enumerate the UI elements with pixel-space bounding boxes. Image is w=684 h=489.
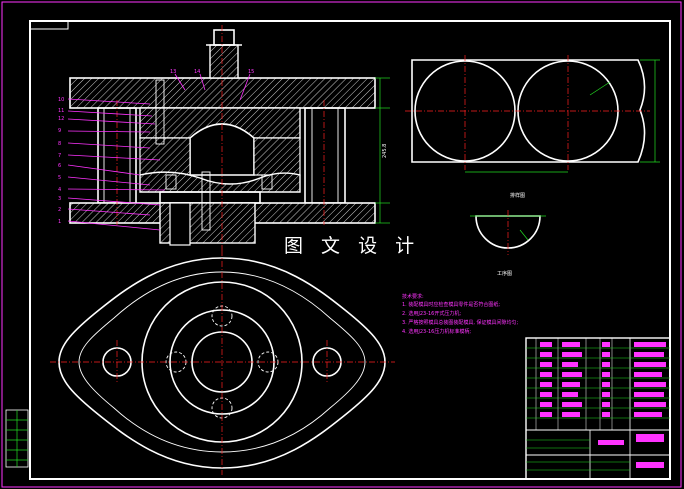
part-no-6: 6 (58, 163, 61, 169)
strip-layout-label: 排样图 (510, 192, 525, 199)
watermark-text: 图 文 设 计 (284, 235, 420, 257)
part-no-15: 15 (248, 69, 254, 75)
part-no-12: 12 (58, 116, 64, 122)
strip-layout-view (405, 55, 660, 173)
part-no-13: 13 (170, 69, 176, 75)
part-no-14: 14 (194, 69, 200, 75)
part-no-1: 1 (58, 219, 61, 225)
plan-view (50, 250, 395, 475)
part-no-8: 8 (58, 141, 61, 147)
part-no-2: 2 (58, 207, 61, 213)
part-number-labels: 10 11 12 9 8 7 6 5 4 3 2 1 13 14 15 (58, 69, 254, 225)
part-view-label: 工序图 (497, 270, 512, 277)
top-left-zone-box (29, 20, 69, 30)
assembly-section-view: 245.8 (67, 25, 390, 250)
svg-text:245.8: 245.8 (382, 144, 388, 158)
title-block (525, 337, 671, 480)
inner-sheet-border (29, 20, 671, 480)
part-view (470, 210, 546, 255)
part-no-9: 9 (58, 128, 61, 134)
left-margin-block (5, 409, 29, 468)
part-no-10: 10 (58, 97, 64, 103)
tech-req-item-4: 4. 选用J23-16压力机标准模柄; (402, 328, 471, 335)
part-no-3: 3 (58, 196, 61, 202)
tech-requirements: 技术要求: 1. 装配模具时应检查模具零件是否符合图纸; 2. 选用J23-16… (402, 293, 519, 335)
part-no-7: 7 (58, 153, 61, 159)
tech-req-title: 技术要求: (402, 293, 424, 300)
part-no-11: 11 (58, 108, 64, 114)
tech-req-item-1: 1. 装配模具时应检查模具零件是否符合图纸; (402, 301, 500, 308)
tech-req-item-3: 3. 严格按照模具总装图装配模具, 保证模具间隙均匀; (402, 319, 519, 326)
part-no-4: 4 (58, 187, 61, 193)
tech-req-item-2: 2. 选用J23-16开式压力机; (402, 310, 461, 317)
part-no-5: 5 (58, 175, 61, 181)
